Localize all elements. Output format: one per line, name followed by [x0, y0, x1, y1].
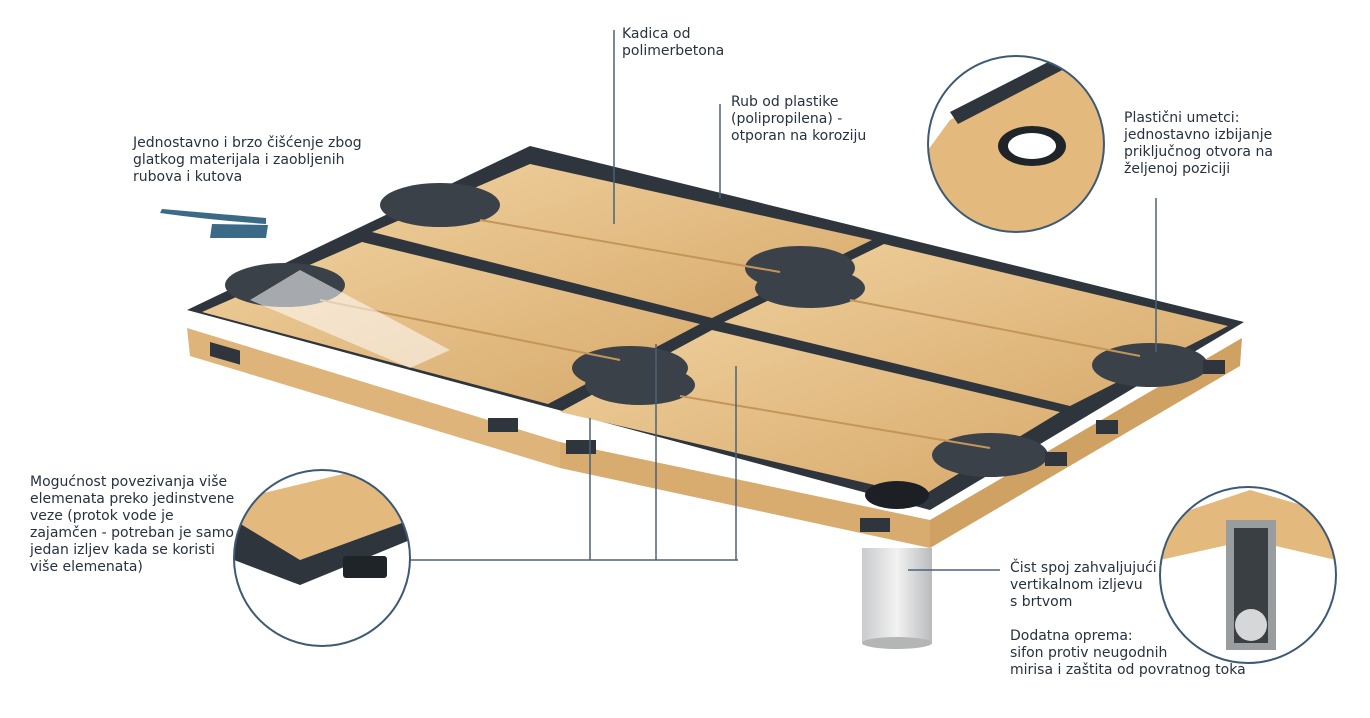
side-slots [210, 342, 1225, 532]
label-spoj: Čist spoj zahvaljujući vertikalnom izlje… [1010, 560, 1157, 610]
label-povezivanje: Mogućnost povezivanja više elemenata pre… [30, 474, 235, 575]
label-umetci: Plastični umetci: jednostavno izbijanje … [1124, 110, 1273, 177]
callout-connector [233, 469, 411, 647]
callout-insert [927, 55, 1105, 233]
leader-lines [410, 30, 1157, 571]
label-ciscenje: Jednostavno i brzo čišćenje zbog glatkog… [133, 135, 362, 185]
drain-body [187, 146, 1244, 649]
channel-ridges [319, 219, 1141, 449]
label-kadica: Kadica od polimerbetona [622, 26, 725, 59]
label-oprema: Dodatna oprema: sifon protiv neugodnih m… [1010, 628, 1246, 678]
vertical-outlet [862, 481, 932, 649]
callout-siphon [1159, 486, 1337, 664]
right-side [930, 338, 1242, 548]
front-side-right [560, 442, 930, 548]
front-side-left [187, 328, 560, 468]
glossy-highlight [250, 270, 450, 368]
label-rub: Rub od plastike (polipropilena) - otpora… [731, 94, 867, 144]
brush-icon [160, 209, 268, 238]
